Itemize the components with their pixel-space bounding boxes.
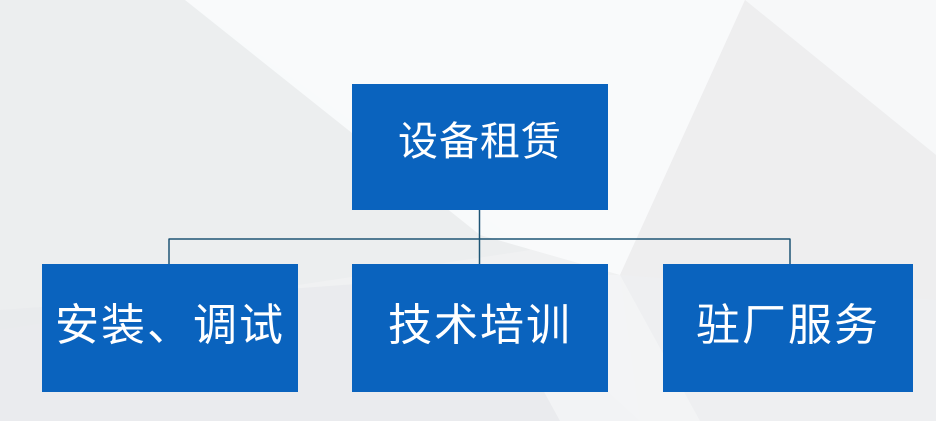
node-technical-training: 技术培训 [352,264,608,392]
node-onsite-factory-service: 驻厂服务 [663,264,913,392]
node-installation-debugging: 安装、调试 [42,264,298,392]
node-equipment-leasing: 设备租赁 [352,84,608,210]
